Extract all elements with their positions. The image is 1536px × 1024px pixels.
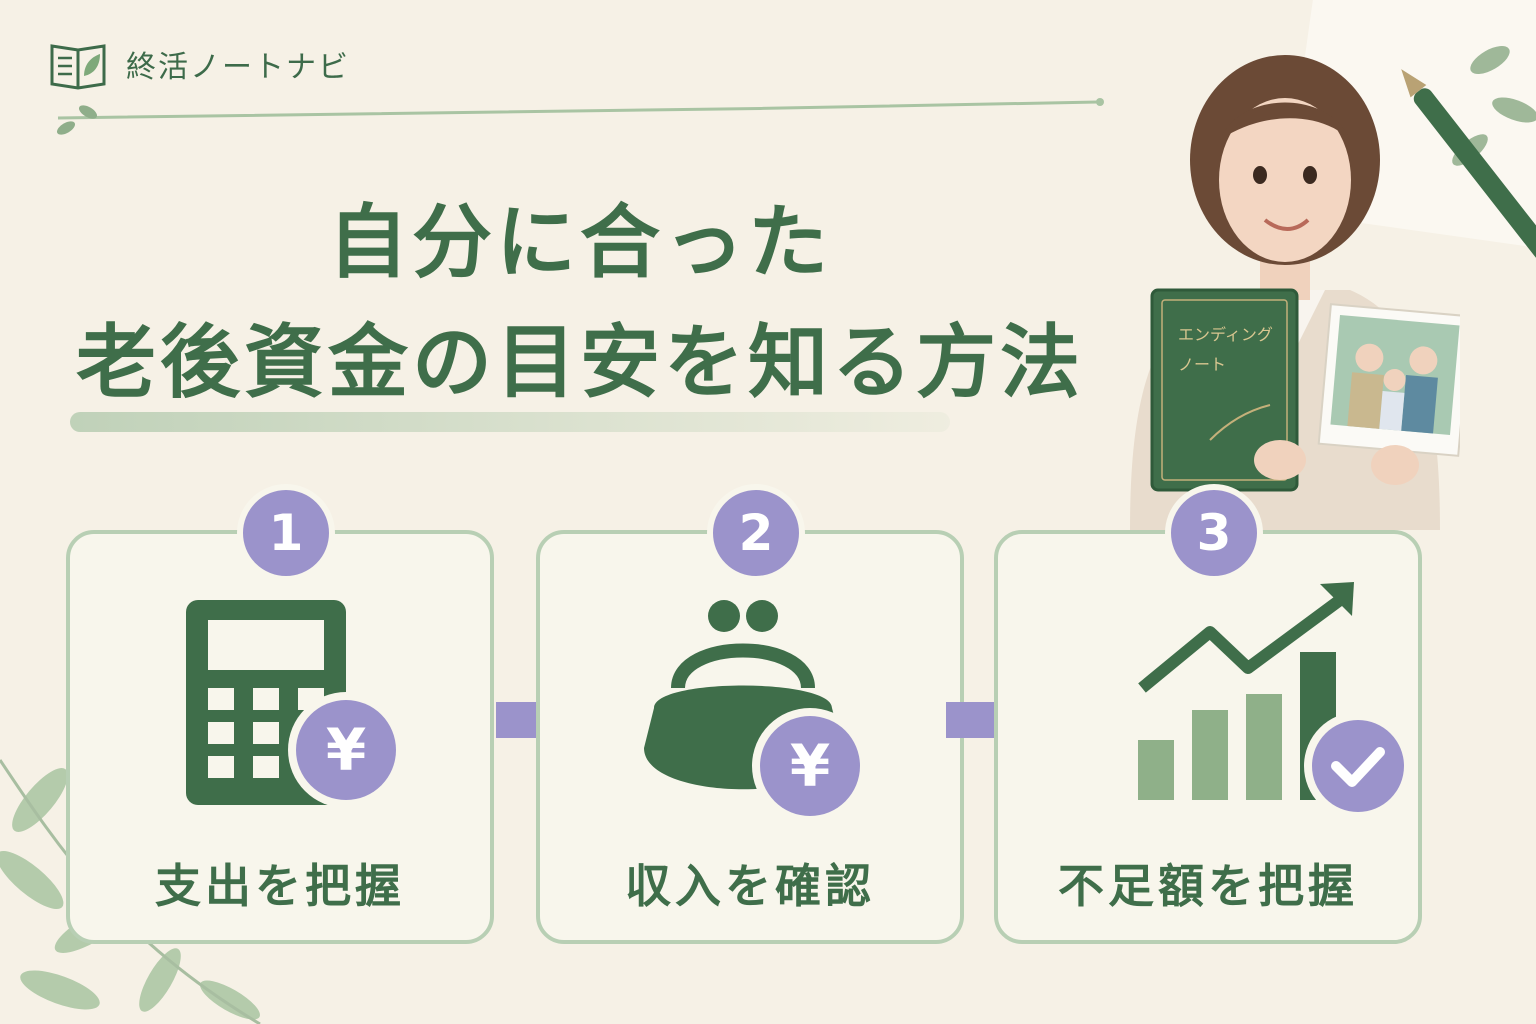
step-badge-3: 3: [1165, 484, 1263, 582]
woman-figure: エンディング ノート: [1130, 55, 1472, 530]
brand-name: 終活ノートナビ: [126, 50, 350, 85]
book-title-line1: エンディング: [1178, 325, 1273, 344]
step-label-3: 不足額を把握: [1058, 859, 1358, 913]
woman-illustration: エンディング ノート: [1110, 40, 1472, 530]
coin-purse-yen-icon: ¥: [644, 600, 868, 818]
brand-header: 終活ノートナビ: [48, 38, 350, 90]
step-label-1: 支出を把握: [155, 859, 405, 913]
book-title-line2: ノート: [1178, 355, 1226, 374]
step-badge-1: 1: [237, 484, 335, 582]
headline-underline: [70, 412, 950, 432]
brand-divider: [56, 98, 1104, 135]
yen-symbol: ¥: [326, 716, 366, 784]
calculator-yen-icon: ¥: [186, 600, 404, 808]
book-leaf-icon: [50, 44, 106, 90]
bar-chart-check-icon: [1138, 582, 1410, 818]
step-label-2: 収入を確認: [625, 859, 875, 913]
headline-line2: 老後資金の目安を知る方法: [76, 316, 1084, 409]
yen-symbol: ¥: [790, 732, 830, 800]
headline-line1: 自分に合った: [328, 196, 832, 289]
step-badge-2: 2: [707, 484, 805, 582]
